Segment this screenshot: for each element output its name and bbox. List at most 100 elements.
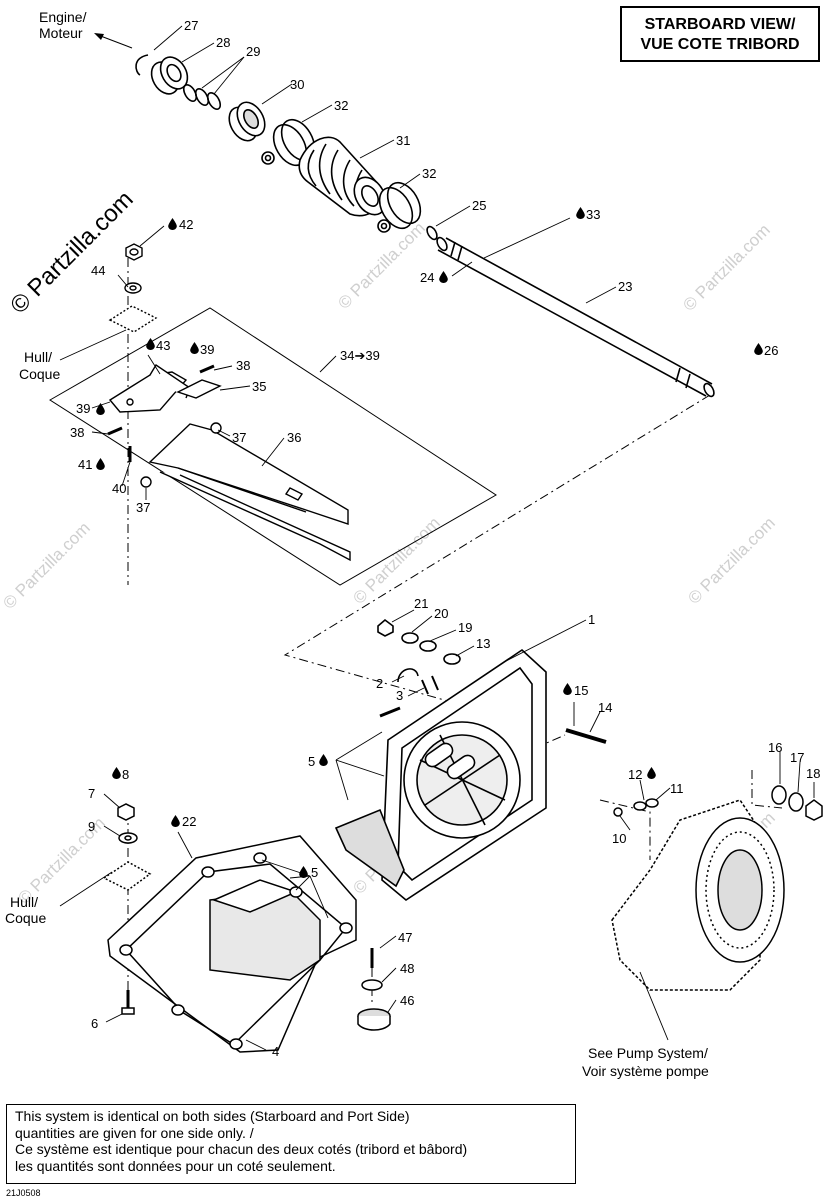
callout-41: 41 bbox=[78, 457, 92, 472]
drive-line bbox=[135, 54, 715, 398]
lubricant-drop-icon bbox=[96, 458, 105, 470]
hull-label-top-line1: Hull/ bbox=[24, 349, 52, 365]
callout-5-plate: 5 bbox=[311, 865, 318, 880]
copyright-watermark: © Partzilla.com bbox=[5, 186, 138, 319]
callout-27: 27 bbox=[184, 18, 198, 33]
callout-33: 33 bbox=[586, 207, 600, 222]
note-line2: quantities are given for one side only. … bbox=[15, 1124, 254, 1141]
intake-plate bbox=[102, 803, 391, 1053]
lubricant-drop-icon bbox=[576, 207, 585, 219]
callout-18: 18 bbox=[806, 766, 820, 781]
callout-2: 2 bbox=[376, 676, 383, 691]
callout-17: 17 bbox=[790, 750, 804, 765]
note-line1: This system is identical on both sides (… bbox=[15, 1108, 410, 1124]
callout-32-upper: 32 bbox=[334, 98, 348, 113]
callout-36: 36 bbox=[287, 430, 301, 445]
callout-23: 23 bbox=[618, 279, 632, 294]
lubricant-drop-icon bbox=[146, 338, 155, 350]
callout-13: 13 bbox=[476, 636, 490, 651]
callout-44: 44 bbox=[91, 263, 105, 278]
hull-label-top-line2: Coque bbox=[19, 366, 60, 382]
housing-assembly bbox=[334, 618, 607, 901]
callout-47: 47 bbox=[398, 930, 412, 945]
callout-29: 29 bbox=[246, 44, 260, 59]
watermark-text: © Partzilla.com bbox=[684, 513, 778, 607]
callout-6: 6 bbox=[91, 1016, 98, 1031]
callout-32-lower: 32 bbox=[422, 166, 436, 181]
lubricant-drop-icon bbox=[96, 403, 105, 415]
hull-label-bottom-line1: Hull/ bbox=[10, 894, 38, 910]
watermark-text: © Partzilla.com bbox=[679, 220, 773, 314]
callout-19: 19 bbox=[458, 620, 472, 635]
note-line3: Ce système est identique pour chacun des… bbox=[15, 1141, 468, 1157]
callout-20: 20 bbox=[434, 606, 448, 621]
callout-4: 4 bbox=[272, 1044, 279, 1059]
callout-9: 9 bbox=[88, 819, 95, 834]
watermark-text: © Partzilla.com bbox=[0, 518, 94, 612]
callout-10: 10 bbox=[612, 831, 626, 846]
lubricant-drop-icon bbox=[171, 815, 180, 827]
subassembly-frame bbox=[49, 307, 497, 586]
callout-labels: 27 28 29 30 32 31 32 25 33 24 23 26 42 4… bbox=[70, 18, 820, 1059]
callout-35: 35 bbox=[252, 379, 266, 394]
callout-30: 30 bbox=[290, 77, 304, 92]
lubricant-drop-icon bbox=[439, 271, 448, 283]
callout-43: 43 bbox=[156, 338, 170, 353]
pump-ref-line1: See Pump System/ bbox=[588, 1045, 708, 1061]
callout-15: 15 bbox=[574, 683, 588, 698]
callout-39-left: 39 bbox=[76, 401, 90, 416]
o-ring-27 bbox=[135, 54, 149, 76]
note-box: This system is identical on both sides (… bbox=[6, 1104, 576, 1184]
lubricant-drop-icon bbox=[563, 683, 572, 695]
callout-38-left: 38 bbox=[70, 425, 84, 440]
callout-34-39: 34➔39 bbox=[340, 348, 380, 363]
watermark-text: © Partzilla.com bbox=[349, 513, 443, 607]
view-title-line1: STARBOARD VIEW/ bbox=[644, 16, 796, 33]
callout-26: 26 bbox=[764, 343, 778, 358]
callout-42: 42 bbox=[179, 217, 193, 232]
watermark-text: © Partzilla.com bbox=[334, 218, 428, 312]
callout-25: 25 bbox=[472, 198, 486, 213]
callout-46: 46 bbox=[400, 993, 414, 1008]
callout-39-top: 39 bbox=[200, 342, 214, 357]
lubricant-drop-icon bbox=[190, 342, 199, 354]
callout-31: 31 bbox=[396, 133, 410, 148]
direction-arrow-icon bbox=[94, 33, 133, 49]
callout-28: 28 bbox=[216, 35, 230, 50]
callout-37-top: 37 bbox=[232, 430, 246, 445]
callout-7: 7 bbox=[88, 786, 95, 801]
lubricant-drop-icon bbox=[319, 754, 328, 766]
callout-5-housing: 5 bbox=[308, 754, 315, 769]
callout-40: 40 bbox=[112, 481, 126, 496]
callout-12: 12 bbox=[628, 767, 642, 782]
lubricant-drop-icon bbox=[754, 343, 763, 355]
callout-38-top: 38 bbox=[236, 358, 250, 373]
drawing-code: 21J0508 bbox=[6, 1188, 41, 1198]
callout-3: 3 bbox=[396, 688, 403, 703]
callout-22: 22 bbox=[182, 814, 196, 829]
engine-label-line2: Moteur bbox=[39, 25, 83, 41]
callout-48: 48 bbox=[400, 961, 414, 976]
pump-housing bbox=[611, 785, 823, 991]
callout-37-bottom: 37 bbox=[136, 500, 150, 515]
pump-ref-line2: Voir système pompe bbox=[582, 1063, 709, 1079]
leader-lines bbox=[59, 25, 815, 1051]
note-line4: les quantités sont données pour un coté … bbox=[15, 1157, 336, 1174]
callout-24: 24 bbox=[420, 270, 434, 285]
view-title-box: STARBOARD VIEW/ VUE COTE TRIBORD bbox=[620, 6, 820, 62]
callout-11: 11 bbox=[670, 781, 684, 796]
hull-label-bottom-line2: Coque bbox=[5, 910, 46, 926]
callout-16: 16 bbox=[768, 740, 782, 755]
lubricant-drop-icon bbox=[112, 767, 121, 779]
callout-14: 14 bbox=[598, 700, 612, 715]
lubricant-drop-icon bbox=[647, 767, 656, 779]
hull-bracket bbox=[107, 243, 351, 562]
lubricant-drop-icon bbox=[168, 218, 177, 230]
callout-8: 8 bbox=[122, 767, 129, 782]
callout-21: 21 bbox=[414, 596, 428, 611]
view-title-line2: VUE COTE TRIBORD bbox=[640, 36, 800, 53]
side-labels: Engine/ Moteur Hull/ Coque Hull/ Coque S… bbox=[5, 9, 709, 1079]
engine-label-line1: Engine/ bbox=[39, 9, 87, 25]
